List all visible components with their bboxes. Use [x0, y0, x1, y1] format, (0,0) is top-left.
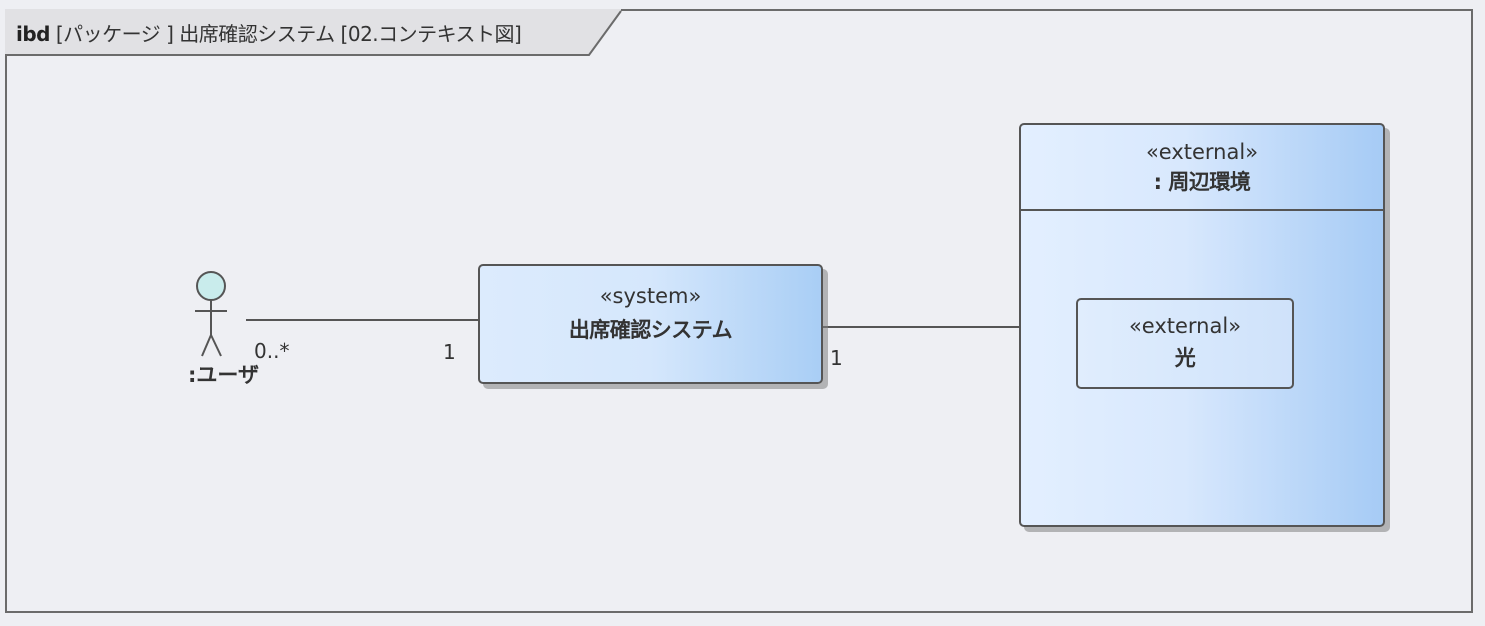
system-block[interactable]: «system» 出席確認システム — [478, 264, 823, 384]
stick-figure-icon[interactable] — [195, 271, 227, 357]
actor-head — [196, 271, 226, 301]
frame-title: ibd [パッケージ ] 出席確認システム [02.コンテキスト図] — [16, 18, 522, 47]
frame-kind: ibd — [16, 22, 51, 46]
frame-tab — [5, 9, 622, 56]
environment-stereotype: «external» — [1145, 140, 1259, 164]
diagram-frame — [5, 9, 1473, 613]
actor-name: :ユーザ — [188, 363, 259, 387]
environment-compartment-divider — [1021, 209, 1383, 211]
multiplicity-system-out: 1 — [830, 346, 843, 370]
environment-name: : 周辺環境 — [1153, 170, 1251, 194]
actor-leg-left — [201, 334, 212, 357]
system-stereotype: «system» — [599, 284, 702, 308]
actor-leg-right — [210, 334, 222, 357]
multiplicity-system-end: 1 — [443, 340, 456, 364]
frame-name: [パッケージ ] 出席確認システム [02.コンテキスト図] — [55, 22, 522, 46]
light-name: 光 — [1174, 346, 1196, 370]
light-stereotype: «external» — [1128, 314, 1242, 338]
light-part-block[interactable]: «external» 光 — [1076, 298, 1294, 389]
system-name: 出席確認システム — [568, 318, 733, 342]
multiplicity-user-end: 0..* — [254, 339, 290, 363]
